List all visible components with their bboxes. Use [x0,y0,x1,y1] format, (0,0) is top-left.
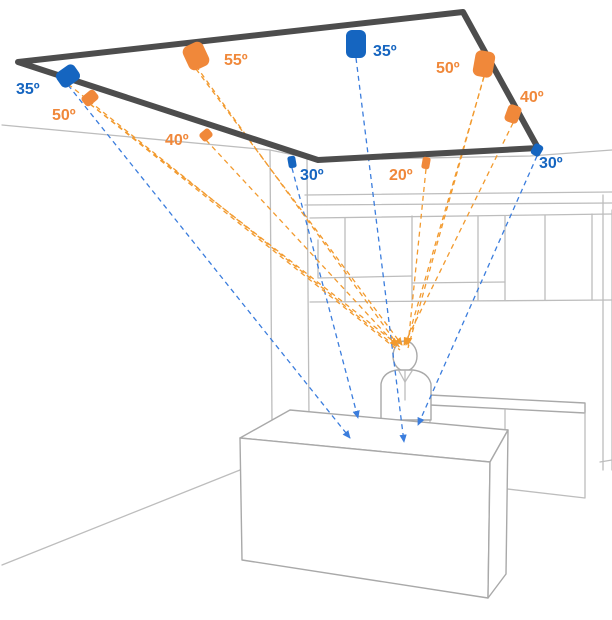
beam-o1 [195,68,403,346]
upper-cabinet-line [309,213,612,219]
beam-o3 [89,103,399,346]
beam-b1 [67,84,351,439]
lamp-o1-icon [182,41,210,71]
lamp-o4-icon [504,104,522,124]
lamp-o3-icon [81,89,99,107]
light-beams [67,57,538,443]
person-figure [380,340,432,421]
person-body [380,369,432,421]
label-o1: 55º [224,52,248,69]
beam-extra-2 [195,65,401,349]
label-b2: 35º [373,43,397,60]
beam-b3 [291,167,360,419]
label-b1: 35º [16,81,40,98]
upper-cabinet-bottom [309,299,612,303]
label-o4: 40º [520,89,544,106]
wall-corner-2 [306,159,310,419]
lamp-b2-icon [346,30,366,58]
beam-extra-0 [89,103,396,349]
person-collar-r [404,370,413,383]
beam-extra-1 [67,83,401,351]
angle-labels: 35º 55º 35º 50º 50º 40º 40º 30º 20º 30º [16,43,563,184]
beam-extra-3 [407,75,485,349]
lamp-b4-icon [530,143,544,157]
label-o3: 50º [52,107,76,124]
label-o2: 50º [436,60,460,77]
upper-cabinet-top [304,191,612,196]
lamp-o6-icon [421,156,431,170]
back-counter-top [429,394,586,414]
window-frame-2 [411,281,506,284]
beam-o6 [405,168,427,346]
beam-b2 [355,57,407,443]
luminaires [55,30,544,170]
desk-front [239,437,491,599]
lamp-b3-icon [287,155,297,169]
label-o5: 40º [165,132,189,149]
desk-side [487,429,509,599]
beam-b4 [417,155,538,426]
lighting-track [15,9,541,163]
label-b4: 30º [539,155,563,172]
wall-left-corner [269,149,273,423]
window-frame [317,239,413,279]
lamp-b1-icon [55,64,81,88]
island-desk [239,409,509,599]
label-o6: 20º [389,167,413,184]
beam-o5 [205,139,398,347]
upper-cabinet-top2 [304,202,612,206]
person-collar-l [398,370,406,383]
right-floor [599,459,612,463]
lamp-o2-icon [472,50,496,78]
label-b3: 30º [300,167,324,184]
floor-left-line [1,469,241,566]
lamp-o5-icon [199,128,213,142]
beam-o2 [404,76,485,346]
